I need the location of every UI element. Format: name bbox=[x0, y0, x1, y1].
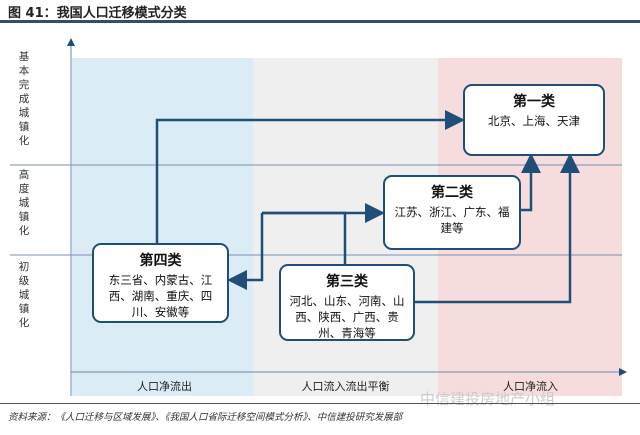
region-net-outflow bbox=[72, 58, 253, 396]
arrow-4-to-1 bbox=[155, 110, 465, 243]
title-divider bbox=[0, 20, 640, 23]
category-title: 第四类 bbox=[139, 253, 182, 269]
x-label-outflow: 人口净流出 bbox=[137, 380, 192, 393]
category-title: 第二类 bbox=[431, 185, 473, 201]
source-note: 资料来源：《人口迁移与区域发展》、《我国人口省际迁移空间模式分析》、中信建投研究… bbox=[8, 412, 403, 423]
category-4-box: 第四类 东三省、内蒙古、江西、湖南、重庆、四川、安徽等 bbox=[92, 243, 229, 323]
footer-divider bbox=[0, 403, 640, 404]
category-title: 第三类 bbox=[326, 274, 368, 290]
y-label-high: 高度城镇化 bbox=[18, 169, 30, 237]
category-body: 河北、山东、河南、山西、陕西、广西、贵州、青海等 bbox=[289, 294, 405, 340]
category-body: 北京、上海、天津 bbox=[488, 114, 580, 128]
y-label-complete: 基本完成城镇化 bbox=[18, 51, 30, 147]
arrow-2-to-1 bbox=[521, 153, 541, 212]
category-3-box: 第三类 河北、山东、河南、山西、陕西、广西、贵州、青海等 bbox=[279, 264, 415, 341]
category-body: 江苏、浙江、广东、福建等 bbox=[394, 205, 510, 235]
category-2-box: 第二类 江苏、浙江、广东、福建等 bbox=[383, 175, 521, 250]
x-label-balance: 人口流入流出平衡 bbox=[301, 380, 390, 393]
category-title: 第一类 bbox=[513, 94, 555, 110]
figure-title: 图 41：我国人口迁移模式分类 bbox=[8, 6, 187, 21]
category-body: 东三省、内蒙古、江西、湖南、重庆、四川、安徽等 bbox=[108, 273, 213, 319]
arrow-3-to-1 bbox=[415, 153, 580, 304]
x-label-inflow: 人口净流入 bbox=[503, 380, 558, 393]
y-label-initial: 初级城镇化 bbox=[18, 261, 30, 329]
category-1-box: 第一类 北京、上海、天津 bbox=[463, 84, 605, 156]
watermark: 中信建投房地产小组 bbox=[420, 390, 556, 408]
arrow-3-to-4 bbox=[227, 213, 264, 290]
